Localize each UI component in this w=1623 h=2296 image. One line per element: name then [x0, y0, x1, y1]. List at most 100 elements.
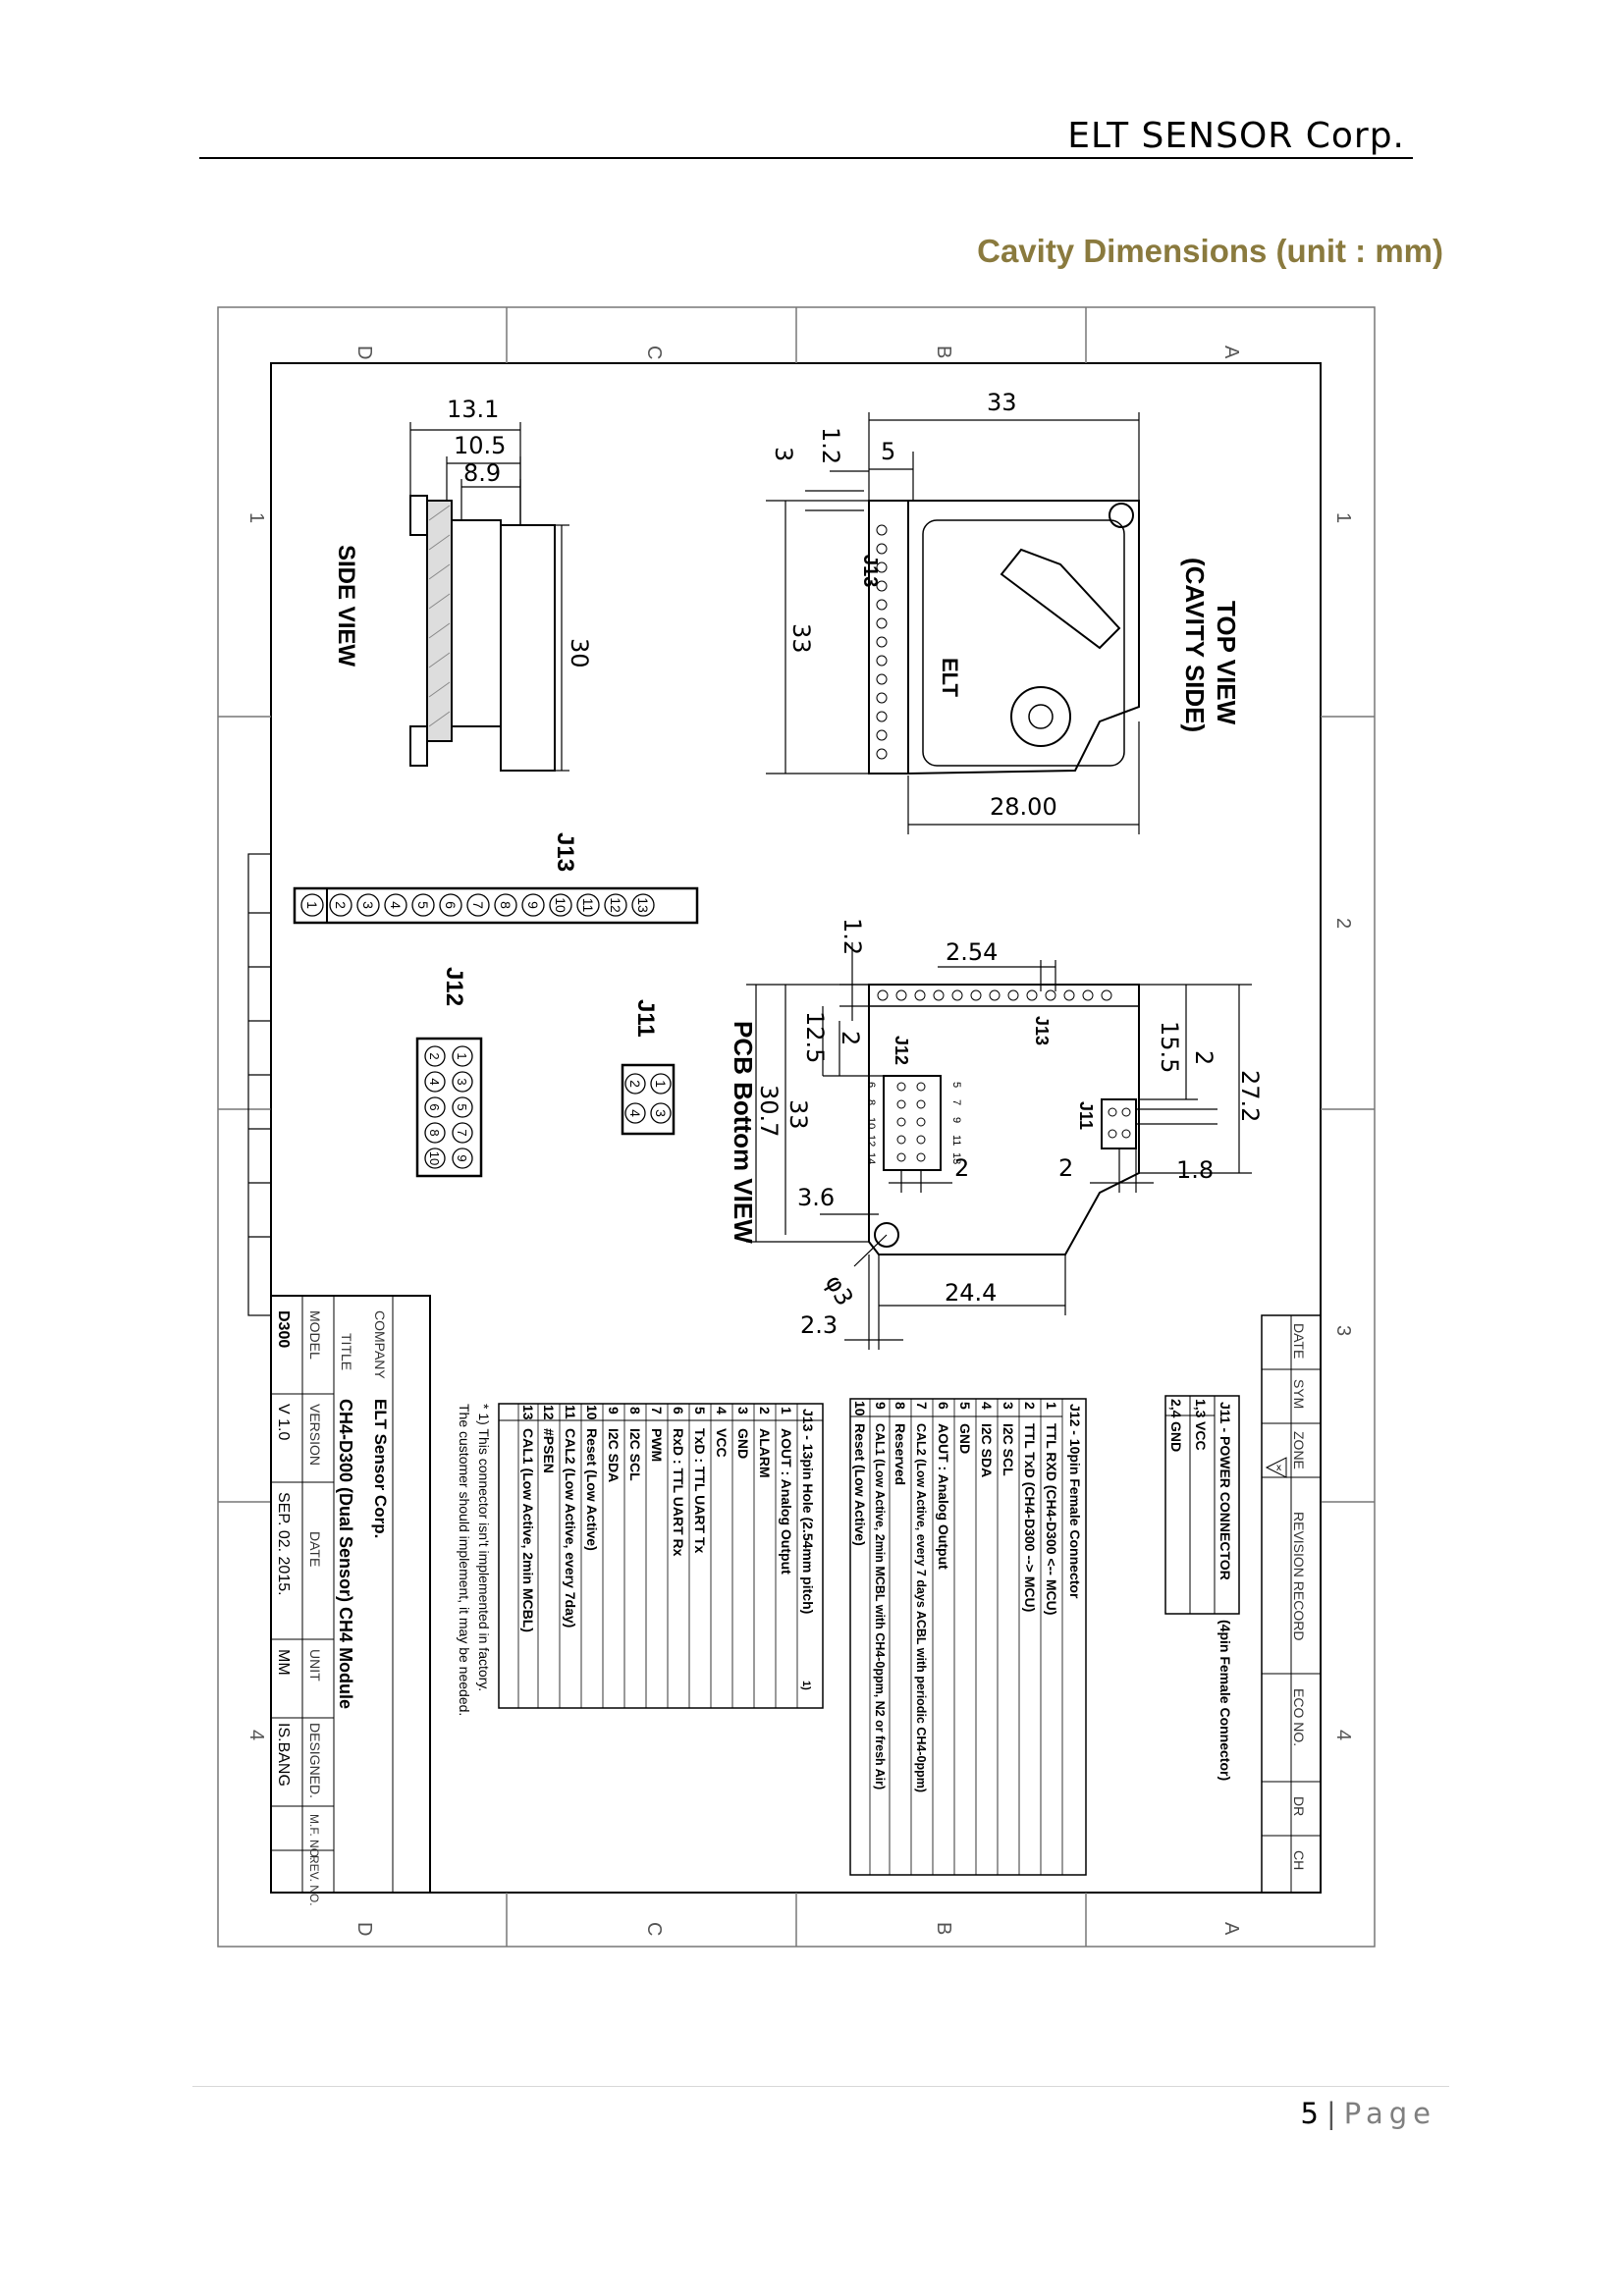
j12-row-9-desc: CAL1 (Low Active, 2min MCBL with CH4-0pp… — [873, 1423, 887, 1789]
pcb-j12-num-8: 8 — [865, 1099, 877, 1105]
title-block-company-label: COMPANY — [372, 1310, 388, 1379]
dim-side-30: 30 — [566, 638, 593, 668]
title-block: COMPANY ELT Sensor Corp. TITLE CH4-D300 … — [270, 1295, 431, 1906]
j11-connector-label: J11 — [632, 999, 659, 1038]
revision-sym: x — [1276, 1463, 1281, 1473]
j13-row-2-desc: ALARM — [757, 1428, 773, 1478]
dim-side-10-5: 10.5 — [454, 432, 506, 459]
j12-pin-7: 7 — [455, 1129, 469, 1136]
zone-labels: D C B A D C B A 1 4 1 2 3 4 — [245, 346, 1354, 1936]
j12-table-title: J12 - 10pin Female Connector — [1067, 1404, 1083, 1599]
j13-pin-4: 4 — [388, 901, 404, 909]
pcb-j13-label: J13 — [1032, 1016, 1052, 1045]
j12-row-4-desc: I2C SDA — [979, 1423, 995, 1477]
title-block-unit: MM — [275, 1649, 292, 1676]
dim-top-33-height: 33 — [787, 623, 815, 654]
top-view-j13-holes — [876, 524, 888, 760]
j13-pin-6: 6 — [443, 901, 459, 909]
j12-connector-label: J12 — [441, 967, 467, 1006]
revision-header-dr: DR — [1291, 1796, 1307, 1816]
j12-pin-3: 3 — [455, 1078, 469, 1085]
j12-row-5-pin: 5 — [957, 1402, 973, 1410]
side-view: 13.1 10.5 8.9 30 SIDE VIEW — [333, 396, 593, 772]
j12-row-7-desc: CAL2 (Low Active, every 7 days ACBL with… — [914, 1423, 928, 1792]
title-block-date-label: DATE — [307, 1531, 323, 1567]
revision-header-ch: CH — [1291, 1850, 1307, 1870]
pcb-j12-num-7: 7 — [950, 1099, 962, 1105]
top-view-label-2: (CAVITY SIDE) — [1180, 558, 1210, 732]
j12-row-5-desc: GND — [957, 1423, 973, 1454]
pcb-j12-num-13: 13 — [950, 1152, 962, 1164]
dim-pcb-30-7: 30.7 — [755, 1085, 783, 1137]
j13-footnote-2: The customer should implement, it may be… — [457, 1404, 472, 1716]
title-block-designed-label: DESIGNED. — [307, 1723, 323, 1798]
side-view-label: SIDE VIEW — [333, 545, 359, 667]
top-view-j13-strip — [868, 500, 909, 774]
title-block-company: ELT Sensor Corp. — [371, 1399, 390, 1538]
dim-pcb-2c: 2 — [954, 1154, 969, 1182]
j13-table: J13 - 13pin Hole (2.54mm pitch) 1) 1 AOU… — [457, 1403, 824, 1716]
j11-row-2-pin: 2,4 — [1168, 1399, 1184, 1418]
j13-row-11-pin: 11 — [563, 1405, 578, 1419]
revision-record: DATE SYM ZONE REVISION RECORD ECO NO. DR… — [1261, 1314, 1322, 1894]
top-view-label-1: TOP VIEW — [1212, 601, 1241, 725]
j12-table: J12 - 10pin Female Connector 1 TTL RXD (… — [849, 1398, 1087, 1876]
j12-row-10-desc: Reset (Low Active) — [852, 1423, 868, 1546]
j12-pin-2: 2 — [427, 1052, 442, 1059]
top-view-window — [1000, 548, 1121, 650]
zone-letter-top-a: A — [1220, 346, 1242, 359]
j12-pin-8: 8 — [427, 1129, 442, 1136]
j12-row-1-pin: 1 — [1044, 1402, 1059, 1410]
zone-letter-bottom-a: A — [1220, 1922, 1242, 1936]
pcb-j12-num-9: 9 — [950, 1117, 962, 1123]
j13-pin-2: 2 — [333, 901, 349, 909]
dim-top-33-width: 33 — [987, 389, 1017, 416]
dim-pcb-2d: 2 — [1058, 1154, 1073, 1182]
pcb-j12-num-12: 12 — [865, 1135, 877, 1147]
j13-pin-1: 1 — [304, 901, 320, 909]
zone-number-right-1: 1 — [1332, 512, 1354, 523]
j12-row-4-pin: 4 — [979, 1402, 995, 1410]
top-view-port-outer — [1010, 686, 1071, 747]
header-company: ELT SENSOR Corp. — [1067, 116, 1405, 156]
j12-row-2-desc: TTL TxD (CH4-D300 --> MCU) — [1022, 1423, 1038, 1612]
pcb-j12-footprint — [883, 1075, 942, 1171]
j13-row-12-pin: 12 — [541, 1405, 557, 1420]
j13-row-6-pin: 6 — [671, 1407, 686, 1415]
j13-row-5-pin: 5 — [692, 1407, 708, 1415]
j13-row-12-desc: #PSEN — [541, 1428, 557, 1473]
dim-pcb-24-4: 24.4 — [945, 1279, 997, 1307]
page-word: Page — [1343, 2097, 1436, 2130]
top-view: J13 ELT TOP VIEW (CAVITY SIDE) 33 1.2 3 … — [766, 389, 1241, 834]
j12-row-10-pin: 10 — [852, 1401, 868, 1416]
section-title: Cavity Dimensions (unit : mm) — [977, 233, 1443, 269]
j11-table: J11 - POWER CONNECTOR (4pin Female Conne… — [1164, 1395, 1240, 1781]
zone-letter-top-c: C — [643, 346, 665, 359]
j13-row-3-pin: 3 — [735, 1407, 751, 1415]
j13-row-9-desc: I2C SDA — [606, 1428, 622, 1482]
title-block-version: V 1.0 — [275, 1404, 292, 1440]
j13-row-4-pin: 4 — [714, 1407, 730, 1415]
pcb-j12-num-14: 14 — [865, 1152, 877, 1164]
pcb-j12-num-5: 5 — [950, 1082, 962, 1088]
title-block-model-label: MODEL — [307, 1310, 323, 1360]
j11-table-title: J11 - POWER CONNECTOR — [1217, 1402, 1233, 1580]
revision-header-date: DATE — [1291, 1323, 1307, 1359]
j12-row-8-desc: Reserved — [893, 1423, 908, 1485]
zone-number-left-1: 1 — [245, 512, 267, 523]
dim-pcb-27-2: 27.2 — [1236, 1070, 1264, 1122]
revision-header-zone: ZONE — [1291, 1431, 1307, 1469]
j13-table-title: J13 - 13pin Hole (2.54mm pitch) — [800, 1409, 816, 1614]
title-block-title: CH4-D300 (Dual Sensor) CH4 Module — [336, 1399, 355, 1709]
title-block-title-label: TITLE — [339, 1333, 354, 1370]
title-block-model: D300 — [275, 1310, 292, 1348]
zone-dividers — [218, 307, 1375, 1947]
top-view-elt-label: ELT — [938, 658, 962, 697]
j13-row-7-pin: 7 — [649, 1407, 665, 1415]
j12-connector-frame — [415, 1037, 483, 1178]
dim-pcb-2b: 2 — [1190, 1050, 1217, 1065]
side-view-hatch — [428, 505, 451, 727]
zone-letter-bottom-b: B — [933, 1922, 954, 1935]
pcb-bottom-view: 5 7 9 11 13 6 8 10 12 14 J12 J13 J11 PCB… — [729, 918, 1264, 1350]
dim-pcb-33: 33 — [784, 1099, 812, 1130]
